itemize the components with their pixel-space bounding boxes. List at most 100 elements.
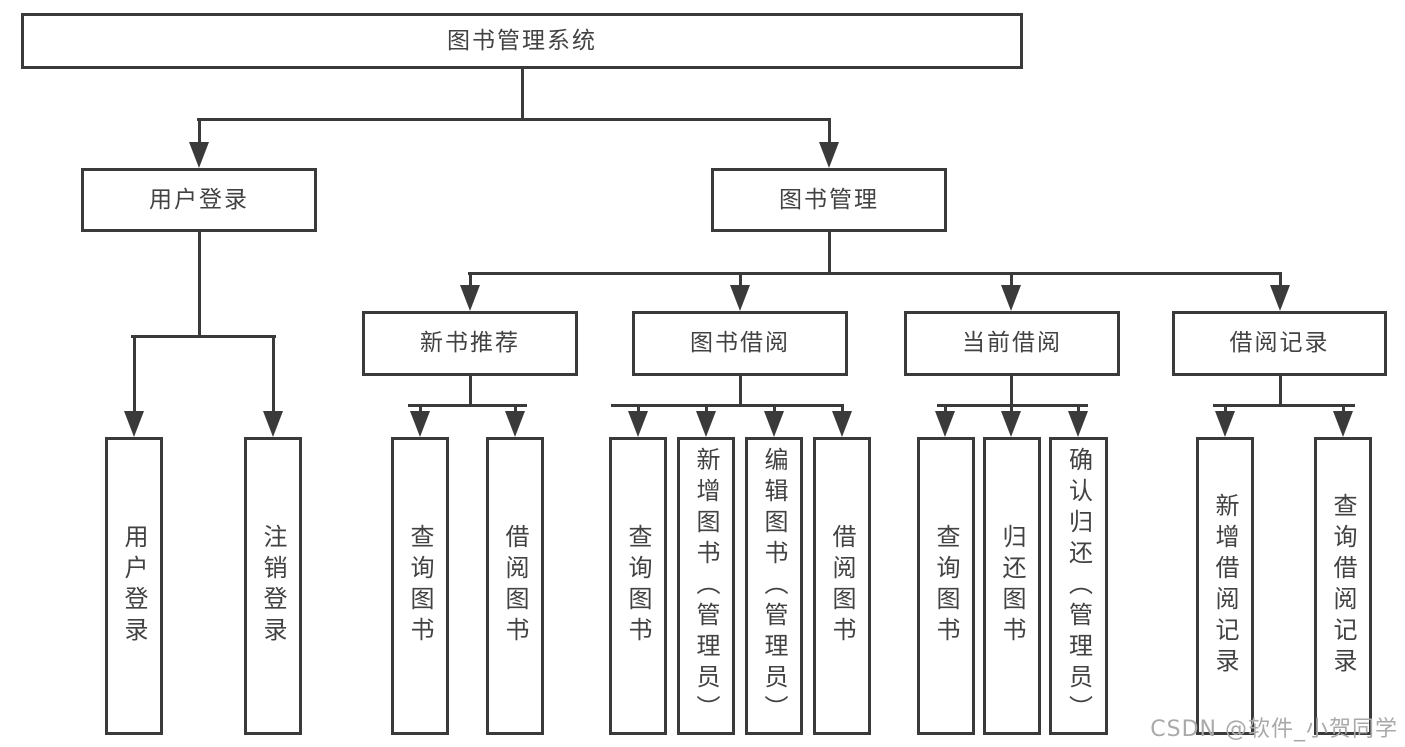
arrowhead-icon xyxy=(935,411,955,437)
connector-arrow-down-icon xyxy=(1001,275,1021,311)
node-label: 新书推荐 xyxy=(420,330,520,356)
node-label: 图书管理 xyxy=(779,186,879,213)
connector-arrow-down-icon xyxy=(1068,407,1088,437)
connector-arrow-down-icon xyxy=(1333,407,1353,437)
node-label: 借阅图书 xyxy=(828,524,856,648)
connector-line xyxy=(197,232,201,337)
node-label: 用户登录 xyxy=(120,524,148,648)
arrowhead-icon xyxy=(764,411,784,437)
connector-arrow-down-icon xyxy=(764,407,784,437)
connector-arrow-down-icon xyxy=(696,407,716,437)
node-label: 借阅图书 xyxy=(501,524,529,648)
node-book-management: 图书管理 xyxy=(711,168,947,232)
connector-line xyxy=(468,376,472,406)
node-nbr-borrow-book: 借阅图书 xyxy=(486,437,544,735)
node-label: 查询图书 xyxy=(624,524,652,648)
arrowhead-icon xyxy=(189,142,209,168)
connector-arrow-down-icon xyxy=(1215,407,1235,437)
connector-line xyxy=(271,338,275,413)
node-label: 归还图书 xyxy=(998,524,1026,648)
arrowhead-icon xyxy=(1215,411,1235,437)
connector-line xyxy=(840,407,844,413)
arrowhead-icon xyxy=(1001,285,1021,311)
connector-line xyxy=(738,275,742,287)
connector-arrow-down-icon xyxy=(124,338,144,437)
node-label: 新增借阅记录 xyxy=(1211,493,1239,679)
node-bb-query-book: 查询图书 xyxy=(609,437,667,735)
node-user-login: 用户登录 xyxy=(81,168,317,232)
connector-arrow-down-icon xyxy=(628,407,648,437)
connector-line xyxy=(1278,275,1282,287)
connector-arrow-down-icon xyxy=(832,407,852,437)
arrowhead-icon xyxy=(1270,285,1290,311)
node-cb-query-book: 查询图书 xyxy=(917,437,975,735)
node-label: 图书管理系统 xyxy=(447,27,597,54)
arrowhead-icon xyxy=(124,411,144,437)
arrowhead-icon xyxy=(730,285,750,311)
connector-line xyxy=(636,407,640,413)
connector-line xyxy=(772,407,776,413)
connector-line xyxy=(468,271,1282,275)
arrowhead-icon xyxy=(819,142,839,168)
node-br-query-record: 查询借阅记录 xyxy=(1314,437,1372,735)
node-logout-leaf: 注销登录 xyxy=(244,437,302,735)
node-label: 确认归还（管理员） xyxy=(1064,446,1093,726)
connector-line xyxy=(611,403,844,407)
node-label: 查询图书 xyxy=(932,524,960,648)
node-label: 查询借阅记录 xyxy=(1329,493,1357,679)
connector-arrow-down-icon xyxy=(460,275,480,311)
node-label: 编辑图书（管理员） xyxy=(760,446,788,726)
arrowhead-icon xyxy=(263,411,283,437)
node-nbr-query-book: 查询图书 xyxy=(391,437,449,735)
connector-line xyxy=(418,407,422,413)
connector-line xyxy=(1213,403,1355,407)
connector-line xyxy=(1076,407,1080,413)
node-label: 借阅记录 xyxy=(1229,330,1330,356)
connector-line xyxy=(827,121,831,144)
connector-line xyxy=(131,334,276,338)
node-user-login-leaf: 用户登录 xyxy=(105,437,163,735)
connector-line xyxy=(513,407,517,413)
connector-line xyxy=(1278,375,1282,406)
node-bb-borrow-book: 借阅图书 xyxy=(813,437,871,735)
connector-line xyxy=(408,403,527,407)
connector-line xyxy=(937,403,1088,407)
arrowhead-icon xyxy=(1068,411,1088,437)
arrowhead-icon xyxy=(1333,411,1353,437)
arrowhead-icon xyxy=(460,285,480,311)
connector-arrow-down-icon xyxy=(189,121,209,168)
arrowhead-icon xyxy=(696,411,716,437)
node-new-book-recommend: 新书推荐 xyxy=(362,311,578,376)
connector-arrow-down-icon xyxy=(1270,275,1290,311)
arrowhead-icon xyxy=(1001,411,1021,437)
node-cb-return-book: 归还图书 xyxy=(983,437,1041,735)
connector-line xyxy=(468,275,472,287)
connector-line xyxy=(197,117,831,121)
connector-arrow-down-icon xyxy=(730,275,750,311)
connector-line xyxy=(1009,275,1013,287)
arrowhead-icon xyxy=(628,411,648,437)
connector-line xyxy=(1009,375,1013,406)
connector-arrow-down-icon xyxy=(1001,407,1021,437)
connector-line xyxy=(132,338,136,413)
node-current-borrow: 当前借阅 xyxy=(904,311,1120,376)
connector-line xyxy=(197,121,201,144)
connector-arrow-down-icon xyxy=(263,338,283,437)
connector-line xyxy=(827,232,831,274)
node-label: 用户登录 xyxy=(149,186,249,213)
connector-line xyxy=(704,407,708,413)
connector-line xyxy=(1341,407,1345,413)
node-label: 查询图书 xyxy=(406,524,434,648)
connector-arrow-down-icon xyxy=(935,407,955,437)
arrowhead-icon xyxy=(832,411,852,437)
watermark: CSDN @软件_小贺同学 xyxy=(1150,717,1398,742)
node-bb-add-book: 新增图书（管理员） xyxy=(677,437,735,735)
connector-line xyxy=(738,376,742,406)
node-br-add-record: 新增借阅记录 xyxy=(1196,437,1254,735)
node-label: 注销登录 xyxy=(259,524,287,648)
arrowhead-icon xyxy=(505,411,525,437)
node-library-management-system: 图书管理系统 xyxy=(21,13,1023,69)
connector-arrow-down-icon xyxy=(410,407,430,437)
node-label: 图书借阅 xyxy=(690,330,790,356)
